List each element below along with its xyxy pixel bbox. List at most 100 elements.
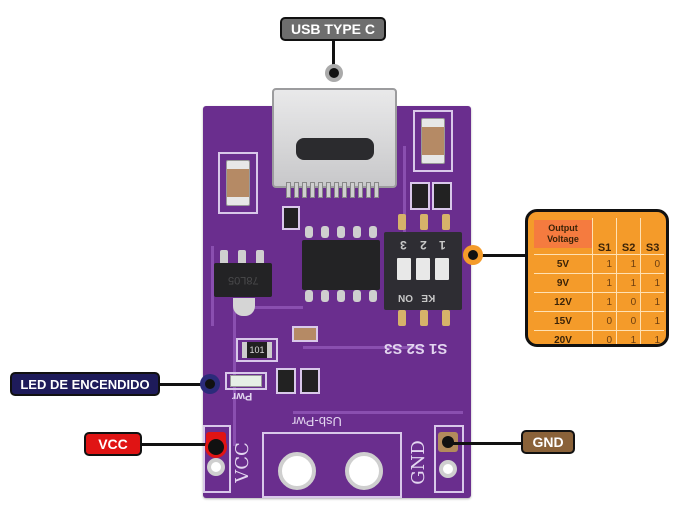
ic-pins-top: [305, 226, 377, 240]
voltage-table: Output Voltage S1 S2 S3 5V 1 1 0 9V 1 1 …: [534, 218, 664, 344]
s2-cell: 1: [616, 254, 641, 274]
table-row: 5V 1 1 0: [534, 254, 664, 274]
dip-on-label: KE ON: [398, 292, 436, 303]
ic-pins-bottom: [305, 290, 377, 304]
through-hole: [439, 460, 457, 478]
dip-number: 2: [419, 238, 427, 252]
voltage-cell: 9V: [534, 273, 593, 293]
regulator-pin: [220, 250, 228, 266]
s1-cell: 0: [591, 311, 617, 331]
capacitor-footprint: [413, 110, 453, 172]
vcc-header-outline: [203, 425, 231, 493]
header-s1: S1: [591, 218, 617, 255]
dip-callout-line: [480, 254, 528, 257]
gnd-silkscreen: GND: [407, 440, 429, 485]
usb-type-c-label: USB TYPE C: [280, 17, 386, 41]
trace: [233, 306, 303, 309]
header-output-voltage: Output Voltage: [534, 218, 593, 255]
gnd-header-outline: [434, 425, 464, 493]
dip-callout-dot-center: [468, 250, 478, 260]
table-row: 12V 1 0 1: [534, 292, 664, 312]
gnd-callout-dot: [442, 436, 454, 448]
resistor-marking: 101: [249, 345, 265, 355]
smd-component: [300, 368, 320, 394]
vcc-silkscreen: VCC: [231, 442, 253, 483]
smd-resistor: [292, 326, 318, 342]
dip-toggle-1[interactable]: [435, 258, 450, 280]
header-s3: S3: [640, 218, 664, 255]
table-header-row: Output Voltage S1 S2 S3: [534, 218, 664, 255]
regulator-pin: [238, 250, 246, 266]
power-led: [230, 375, 262, 387]
smd-component: [410, 182, 430, 210]
regulator-pin: [256, 250, 264, 266]
smd-component: [282, 206, 300, 230]
trace: [211, 246, 214, 326]
led-footprint: [225, 372, 267, 390]
dip-numbers: 3 2 1: [394, 238, 452, 252]
s3-cell: 1: [640, 292, 664, 312]
vcc-callout-dot: [205, 436, 227, 458]
led-callout-line: [160, 383, 205, 386]
switch-labels: S1 S2 S3: [384, 340, 448, 357]
trace: [303, 346, 423, 349]
trace: [293, 411, 463, 414]
s1-cell: 0: [591, 330, 617, 344]
capacitor: [226, 160, 250, 206]
dip-pins-top: [398, 214, 450, 232]
controller-ic: [302, 240, 380, 290]
usb-callout-dot-center: [329, 68, 339, 78]
dip-switch[interactable]: 3 2 1 KE ON: [384, 232, 462, 310]
voltage-cell: 15V: [534, 311, 593, 331]
trace: [403, 146, 406, 236]
pwr-label: Pwr: [232, 390, 253, 402]
voltage-cell: 12V: [534, 292, 593, 312]
terminal-outline: [262, 432, 402, 498]
s3-cell: 1: [640, 311, 664, 331]
regulator-tab: [233, 298, 255, 316]
vcc-callout-line: [142, 443, 212, 446]
smd-component: [276, 368, 296, 394]
capacitor: [421, 118, 445, 164]
terminal-hole-1: [278, 452, 316, 490]
resistor-footprint: [236, 338, 278, 362]
smd-component: [432, 182, 452, 210]
board-name: Usb-Pwr: [292, 414, 342, 429]
s1-cell: 1: [591, 292, 617, 312]
led-callout-dot-center: [205, 379, 215, 389]
s2-cell: 1: [616, 330, 641, 344]
dip-number: 1: [438, 238, 446, 252]
s2-cell: 0: [616, 292, 641, 312]
regulator-marking: 78L05: [227, 274, 259, 286]
s3-cell: 1: [640, 330, 664, 344]
voltage-cell: 20V: [534, 330, 593, 344]
through-hole: [207, 458, 225, 476]
terminal-hole-2: [345, 452, 383, 490]
usb-callout-line: [332, 41, 335, 71]
usb-c-connector: [272, 88, 397, 188]
dip-pins-bottom: [398, 310, 450, 328]
dip-number: 3: [400, 238, 407, 252]
table-row: 15V 0 0 1: [534, 311, 664, 331]
header-output-voltage-text: Output Voltage: [534, 220, 592, 248]
usb-c-port: [296, 138, 374, 160]
dip-toggle-3[interactable]: [396, 258, 411, 280]
s2-cell: 0: [616, 311, 641, 331]
gnd-label: GND: [521, 430, 575, 454]
usb-pins: [286, 182, 386, 200]
s2-cell: 1: [616, 273, 641, 293]
voltage-cell: 5V: [534, 254, 593, 274]
header-s2: S2: [616, 218, 641, 255]
gnd-callout-line: [450, 442, 522, 445]
resistor: 101: [242, 342, 272, 358]
dip-toggle-2[interactable]: [415, 258, 430, 280]
vcc-label: VCC: [84, 432, 142, 456]
led-label: LED DE ENCENDIDO: [10, 372, 160, 396]
voltage-selection-table: Output Voltage S1 S2 S3 5V 1 1 0 9V 1 1 …: [525, 209, 669, 347]
dip-toggles: [394, 258, 452, 280]
s3-cell: 1: [640, 273, 664, 293]
capacitor-footprint: [218, 152, 258, 214]
s3-cell: 0: [640, 254, 664, 274]
table-row: 20V 0 1 1: [534, 330, 664, 344]
s1-cell: 1: [591, 273, 617, 293]
